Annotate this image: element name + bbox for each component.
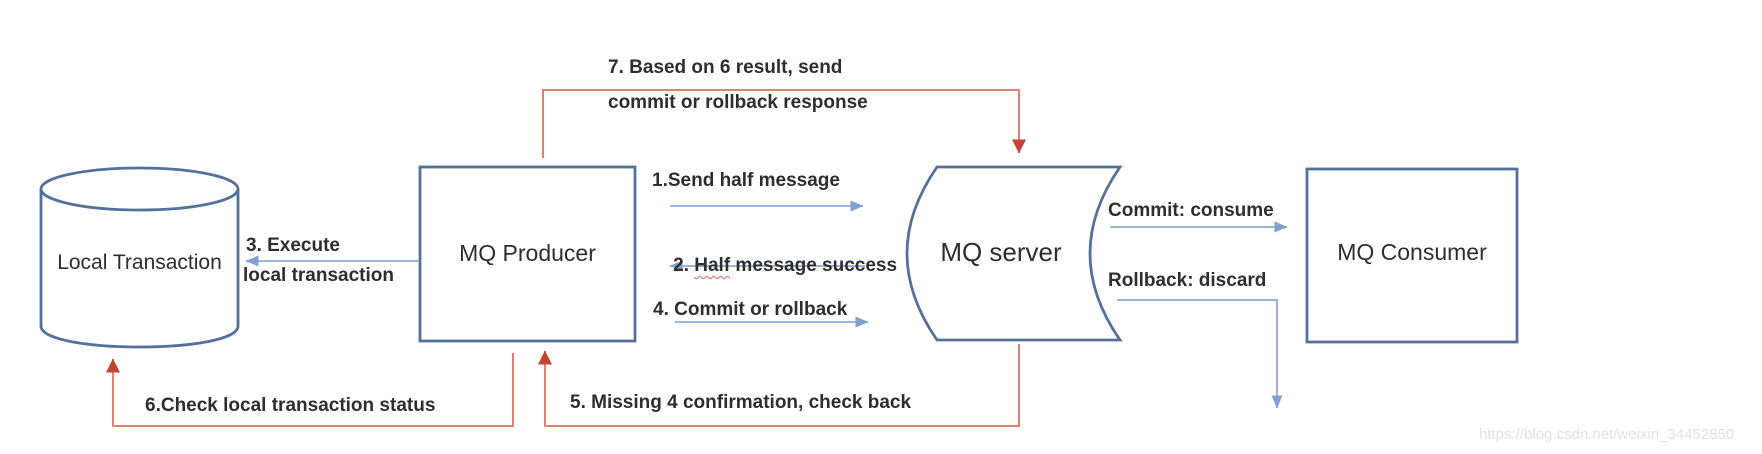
csdn-watermark: https://blog.csdn.net/weixin_34452850 (1479, 426, 1735, 443)
flow2-label: 2. Half message success (652, 233, 897, 299)
flow2-label-prefix: 2. (673, 255, 695, 276)
mq-server-node (905, 165, 1123, 342)
rollback-discard-arrow (1117, 299, 1283, 409)
mq-server-label: MQ server (940, 237, 1062, 267)
rollback-discard-label: Rollback: discard (1108, 270, 1267, 291)
flow6-label: 6.Check local transaction status (145, 395, 436, 416)
local-transaction-node (39, 166, 240, 349)
flow1-label: 1.Send half message (652, 170, 840, 191)
flow7-label-line1: 7. Based on 6 result, send (608, 57, 843, 78)
flow2-label-misspelled-word: Half (694, 255, 731, 276)
flow5-check-back-arrow (538, 344, 1020, 427)
flow4-label: 4. Commit or rollback (653, 299, 848, 320)
cylinder-top (39, 166, 240, 212)
mq-producer-node (418, 165, 637, 343)
flow7-label-line2: commit or rollback response (608, 92, 868, 113)
commit-consume-label: Commit: consume (1108, 200, 1274, 221)
flow3-label-line1: 3. Execute (246, 235, 340, 256)
cylinder-body (39, 189, 240, 349)
mq-consumer-node (1305, 167, 1519, 344)
mq-consumer-label: MQ Consumer (1337, 239, 1487, 265)
flow3-label-line2: local transaction (243, 265, 394, 286)
local-transaction-label: Local Transaction (57, 251, 222, 274)
flow2-label-suffix: message success (730, 255, 898, 276)
flow6-check-status-arrow (106, 353, 514, 427)
flow7-commit-rollback-response-arrow (542, 89, 1026, 158)
mq-producer-label: MQ Producer (459, 240, 596, 266)
flow5-label: 5. Missing 4 confirmation, check back (570, 392, 912, 413)
